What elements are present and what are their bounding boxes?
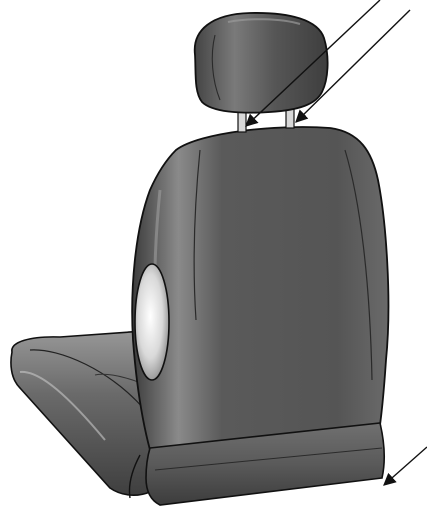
callout-arrow-seat-base-corner	[384, 447, 427, 485]
side-bolster-panel	[135, 264, 169, 380]
headrest	[195, 13, 328, 113]
backrest	[132, 127, 388, 450]
